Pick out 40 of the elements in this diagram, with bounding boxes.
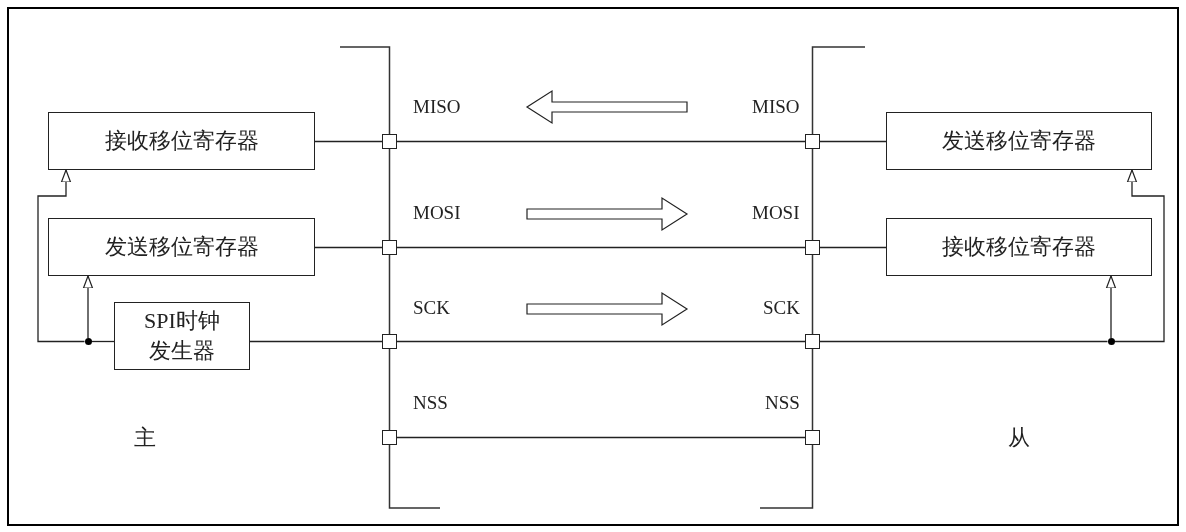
pin-square [382,430,397,445]
connector-line [314,140,383,143]
connector-line [1105,275,1117,339]
signal-label: MOSI [752,203,800,222]
side-label: 从 [1008,427,1030,449]
junction-dot [84,338,92,345]
connector-line [396,436,806,439]
connector-line [396,340,806,343]
signal-label: MOSI [413,203,461,222]
signal-label: NSS [413,393,448,412]
register-box: 发送移位寄存器 [48,218,315,276]
register-box: 接收移位寄存器 [48,112,315,170]
signal-label: MISO [413,97,461,116]
connector-line [396,140,806,143]
pin-square [805,134,820,149]
connector-line [82,275,94,339]
side-label: 主 [134,427,156,449]
connector-line [1113,169,1165,343]
connector-line [819,340,1109,343]
register-box: 发送移位寄存器 [886,112,1152,170]
register-box: 接收移位寄存器 [886,218,1152,276]
signal-label: MISO [752,97,800,116]
connector-line [37,169,86,343]
connector-line [90,340,115,343]
clock-generator-box: SPI时钟发生器 [114,302,250,370]
signal-label: SCK [763,298,800,317]
signal-label: SCK [413,298,450,317]
pin-square [382,134,397,149]
pin-square [805,334,820,349]
pin-square [805,240,820,255]
connector-line [819,246,887,249]
connector-line [819,140,887,143]
pin-square [382,240,397,255]
connector-line [314,246,383,249]
junction-dot [1107,338,1115,345]
pin-square [805,430,820,445]
connector-line [396,246,806,249]
connector-line [249,340,383,343]
signal-label: NSS [765,393,800,412]
pin-square [382,334,397,349]
